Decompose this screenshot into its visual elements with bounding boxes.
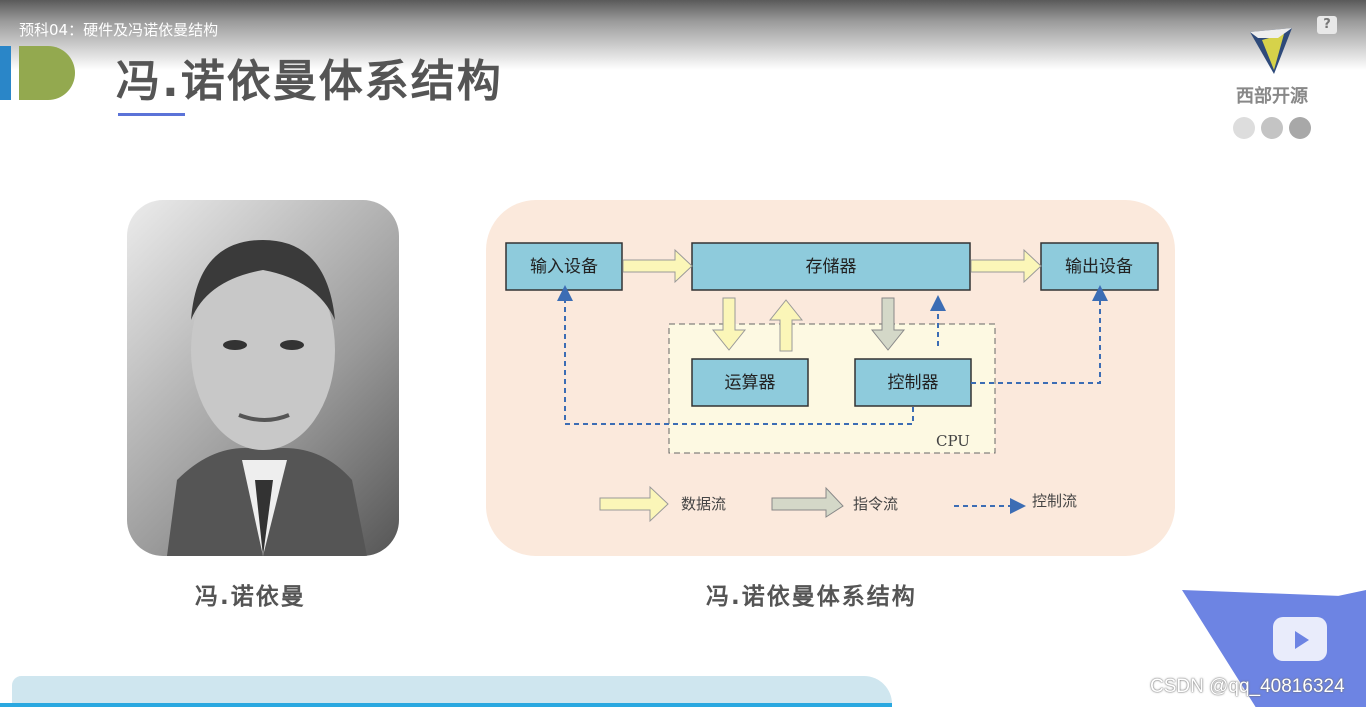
von-neumann-photo xyxy=(127,200,399,556)
brand-logo-icon xyxy=(1250,28,1292,74)
legend-data-arrow xyxy=(599,485,669,523)
instruction-arrow xyxy=(870,297,906,351)
video-progress-bar[interactable] xyxy=(0,703,892,707)
memory-box xyxy=(691,242,971,291)
legend-data-label: 数据流 xyxy=(681,495,726,513)
video-top-bar xyxy=(0,0,1366,70)
help-button[interactable]: ? xyxy=(1317,16,1337,34)
legend-control-label: 控制流 xyxy=(1032,492,1077,510)
controller-box xyxy=(854,358,972,407)
alu-box xyxy=(691,358,809,407)
slide-title: 冯.诺依曼体系结构 xyxy=(116,56,503,107)
slide-dot[interactable] xyxy=(1289,117,1311,139)
input-device-box xyxy=(505,242,623,291)
slide-logo-d xyxy=(19,46,75,100)
csdn-watermark: CSDN @qq_40816324 xyxy=(1150,676,1345,697)
alu-label: 运算器 xyxy=(725,373,776,393)
control-line-output xyxy=(971,285,1108,384)
diagram-caption: 冯.诺依曼体系结构 xyxy=(706,584,917,610)
controller-label: 控制器 xyxy=(888,373,939,393)
title-underline xyxy=(118,113,185,116)
output-device-box xyxy=(1040,242,1159,291)
memory-label: 存储器 xyxy=(806,257,857,277)
slide-logo-bar xyxy=(0,46,11,100)
slide-dot[interactable] xyxy=(1233,117,1255,139)
control-line-input xyxy=(557,285,914,425)
legend-instruction-label: 指令流 xyxy=(853,495,898,513)
bottom-decoration xyxy=(12,676,892,704)
legend-instruction-arrow xyxy=(771,486,844,518)
brand-name: 西部开源 xyxy=(1236,86,1308,107)
data-arrow xyxy=(622,248,693,284)
data-arrow xyxy=(970,248,1042,284)
data-arrow-down xyxy=(711,297,747,351)
video-title: 预科04：硬件及冯诺依曼结构 xyxy=(19,21,219,39)
input-device-label: 输入设备 xyxy=(530,257,598,277)
slide-dot[interactable] xyxy=(1261,117,1283,139)
photo-caption: 冯.诺依曼 xyxy=(195,584,306,610)
bilibili-tv-icon xyxy=(1273,617,1327,661)
output-device-label: 输出设备 xyxy=(1065,257,1133,277)
data-arrow-up xyxy=(768,299,804,352)
cpu-label: CPU xyxy=(936,432,970,450)
